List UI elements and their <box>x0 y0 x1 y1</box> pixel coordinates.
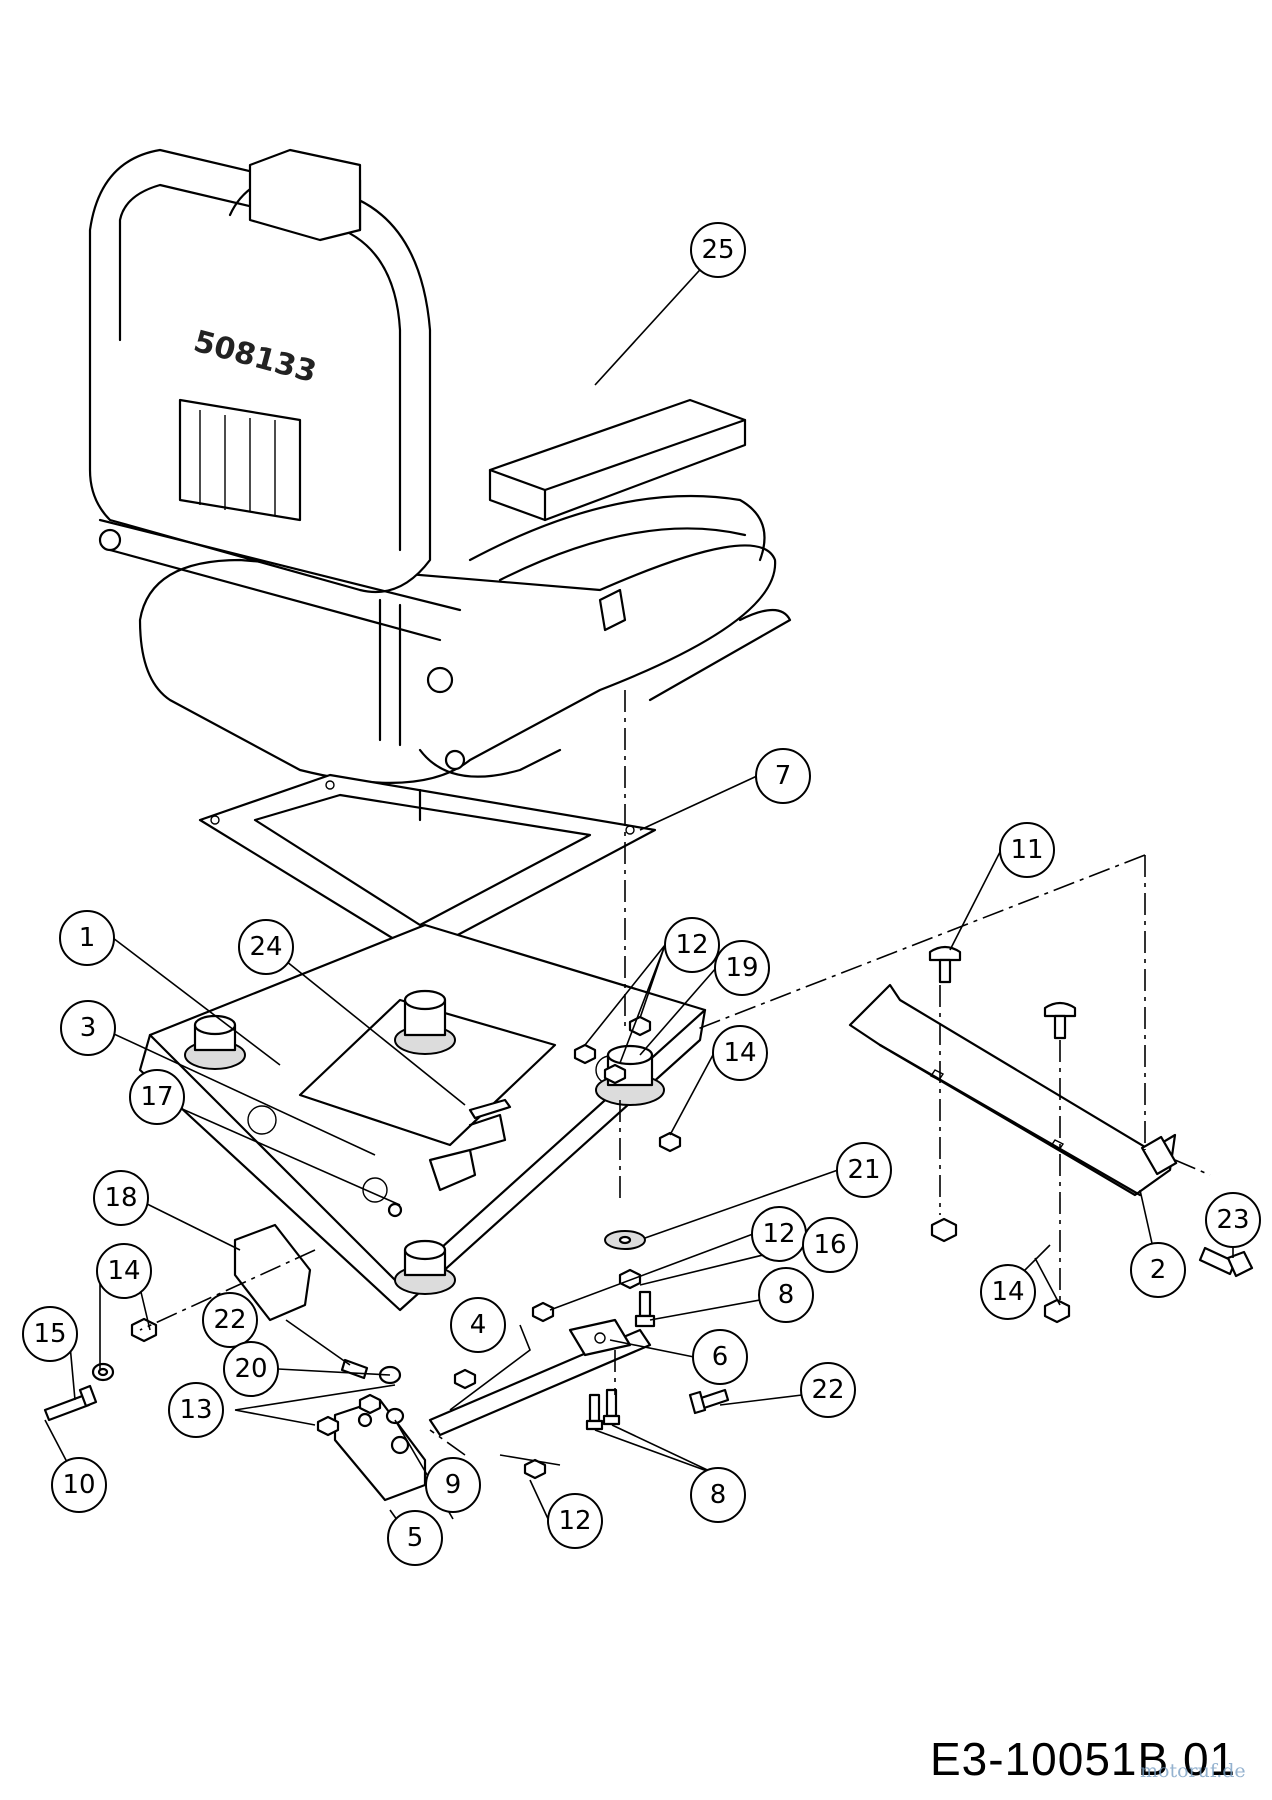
svg-text:21: 21 <box>847 1155 880 1185</box>
svg-text:14: 14 <box>991 1277 1024 1307</box>
callout-13: 13 <box>168 1382 224 1438</box>
svg-text:22: 22 <box>213 1305 246 1335</box>
svg-text:23: 23 <box>1216 1205 1249 1235</box>
callout-11: 11 <box>999 822 1055 878</box>
svg-text:22: 22 <box>811 1375 844 1405</box>
rear-cross-bracket <box>848 983 1178 1197</box>
svg-text:24: 24 <box>249 932 282 962</box>
svg-text:12: 12 <box>675 930 708 960</box>
svg-text:12: 12 <box>762 1219 795 1249</box>
rubber-mount-left <box>184 1014 246 1070</box>
svg-text:2: 2 <box>1150 1255 1167 1285</box>
svg-text:8: 8 <box>710 1480 727 1510</box>
callout-16: 16 <box>802 1217 858 1273</box>
callout-6: 6 <box>692 1329 748 1385</box>
callout-25: 25 <box>690 222 746 278</box>
callout-18: 18 <box>93 1170 149 1226</box>
svg-text:12: 12 <box>558 1506 591 1536</box>
seat-assembly: 508133 <box>88 148 792 784</box>
callout-17: 17 <box>129 1069 185 1125</box>
svg-text:4: 4 <box>470 1310 487 1340</box>
callout-10: 10 <box>51 1457 107 1513</box>
callout-21: 21 <box>836 1142 892 1198</box>
callout-14-right: 14 <box>712 1025 768 1081</box>
svg-text:19: 19 <box>725 953 758 983</box>
callout-14-bar: 14 <box>980 1264 1036 1320</box>
callout-22-left: 22 <box>202 1292 258 1348</box>
seat-mounting-pan <box>138 923 707 1322</box>
callout-15: 15 <box>22 1306 78 1362</box>
assembly-lines <box>139 690 1211 1456</box>
rubber-mount-right <box>394 989 456 1055</box>
callout-7: 7 <box>755 748 811 804</box>
callout-19: 19 <box>714 940 770 996</box>
svg-text:15: 15 <box>33 1319 66 1349</box>
svg-text:9: 9 <box>445 1470 462 1500</box>
svg-text:3: 3 <box>80 1013 97 1043</box>
callout-bubbles: 25 7 11 12 19 1 24 3 17 14 23 21 18 12 1… <box>22 222 1261 1566</box>
svg-text:14: 14 <box>723 1038 756 1068</box>
hardware <box>43 945 1254 1480</box>
svg-text:16: 16 <box>813 1230 846 1260</box>
callout-20: 20 <box>223 1341 279 1397</box>
callout-9: 9 <box>425 1457 481 1513</box>
callout-4: 4 <box>450 1297 506 1353</box>
svg-text:11: 11 <box>1010 835 1043 865</box>
callout-5: 5 <box>387 1510 443 1566</box>
callout-12-bottom: 12 <box>547 1493 603 1549</box>
callout-1: 1 <box>59 910 115 966</box>
leader-lines <box>44 249 1234 1546</box>
callout-3: 3 <box>60 1000 116 1056</box>
svg-text:20: 20 <box>234 1354 267 1384</box>
callout-8-top: 8 <box>758 1267 814 1323</box>
callout-14-left: 14 <box>96 1243 152 1299</box>
svg-text:8: 8 <box>778 1280 795 1310</box>
callout-2: 2 <box>1130 1242 1186 1298</box>
callout-8-bottom: 8 <box>690 1467 746 1523</box>
svg-text:6: 6 <box>712 1342 729 1372</box>
svg-text:18: 18 <box>104 1183 137 1213</box>
svg-text:13: 13 <box>179 1395 212 1425</box>
svg-text:1: 1 <box>79 923 96 953</box>
svg-text:7: 7 <box>775 761 792 791</box>
svg-text:17: 17 <box>140 1082 173 1112</box>
diagram-code: E3-10051B 01 <box>930 1733 1237 1785</box>
rubber-mount-front <box>394 1239 456 1295</box>
watermark: motoruf.de <box>1140 1760 1246 1782</box>
callout-12-top: 12 <box>664 917 720 973</box>
slide-rail-bracket <box>333 1318 652 1502</box>
callout-23: 23 <box>1205 1192 1261 1248</box>
callout-24: 24 <box>238 919 294 975</box>
svg-text:25: 25 <box>701 235 734 265</box>
callout-12-mid: 12 <box>751 1206 807 1262</box>
callout-22-right: 22 <box>800 1362 856 1418</box>
svg-text:10: 10 <box>62 1470 95 1500</box>
svg-text:5: 5 <box>407 1523 424 1553</box>
svg-text:14: 14 <box>107 1256 140 1286</box>
